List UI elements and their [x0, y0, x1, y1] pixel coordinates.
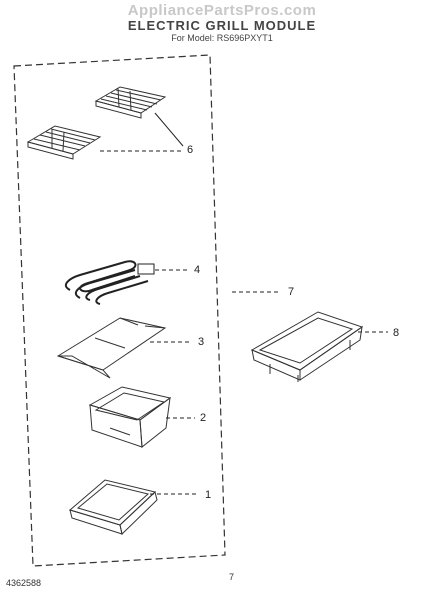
- diagram-title: ELECTRIC GRILL MODULE: [127, 18, 317, 33]
- diagram-subtitle: For Model: RS696PXYT1: [171, 33, 273, 43]
- callout-1: 1: [205, 489, 212, 501]
- callout-7: 7: [288, 286, 295, 298]
- assembly-dashed-outline: [13, 54, 226, 567]
- part-6-grill-grates: [26, 86, 167, 160]
- callout-8: 8: [393, 327, 400, 339]
- part-4-heating-element: [64, 260, 155, 305]
- callout-6: 6: [187, 144, 194, 156]
- part-1-tray: [68, 479, 158, 535]
- document-number: 4362588: [6, 578, 42, 588]
- page-mark: 7: [229, 572, 235, 582]
- part-3-reflector-shield: [56, 317, 167, 379]
- callout-4: 4: [194, 264, 201, 276]
- callout-2: 2: [200, 412, 207, 424]
- watermark-text: AppliancePartsPros.com: [127, 2, 317, 19]
- part-8-grill-tray: [250, 311, 364, 382]
- callout-3: 3: [198, 336, 205, 348]
- part-2-grill-pan: [88, 386, 172, 448]
